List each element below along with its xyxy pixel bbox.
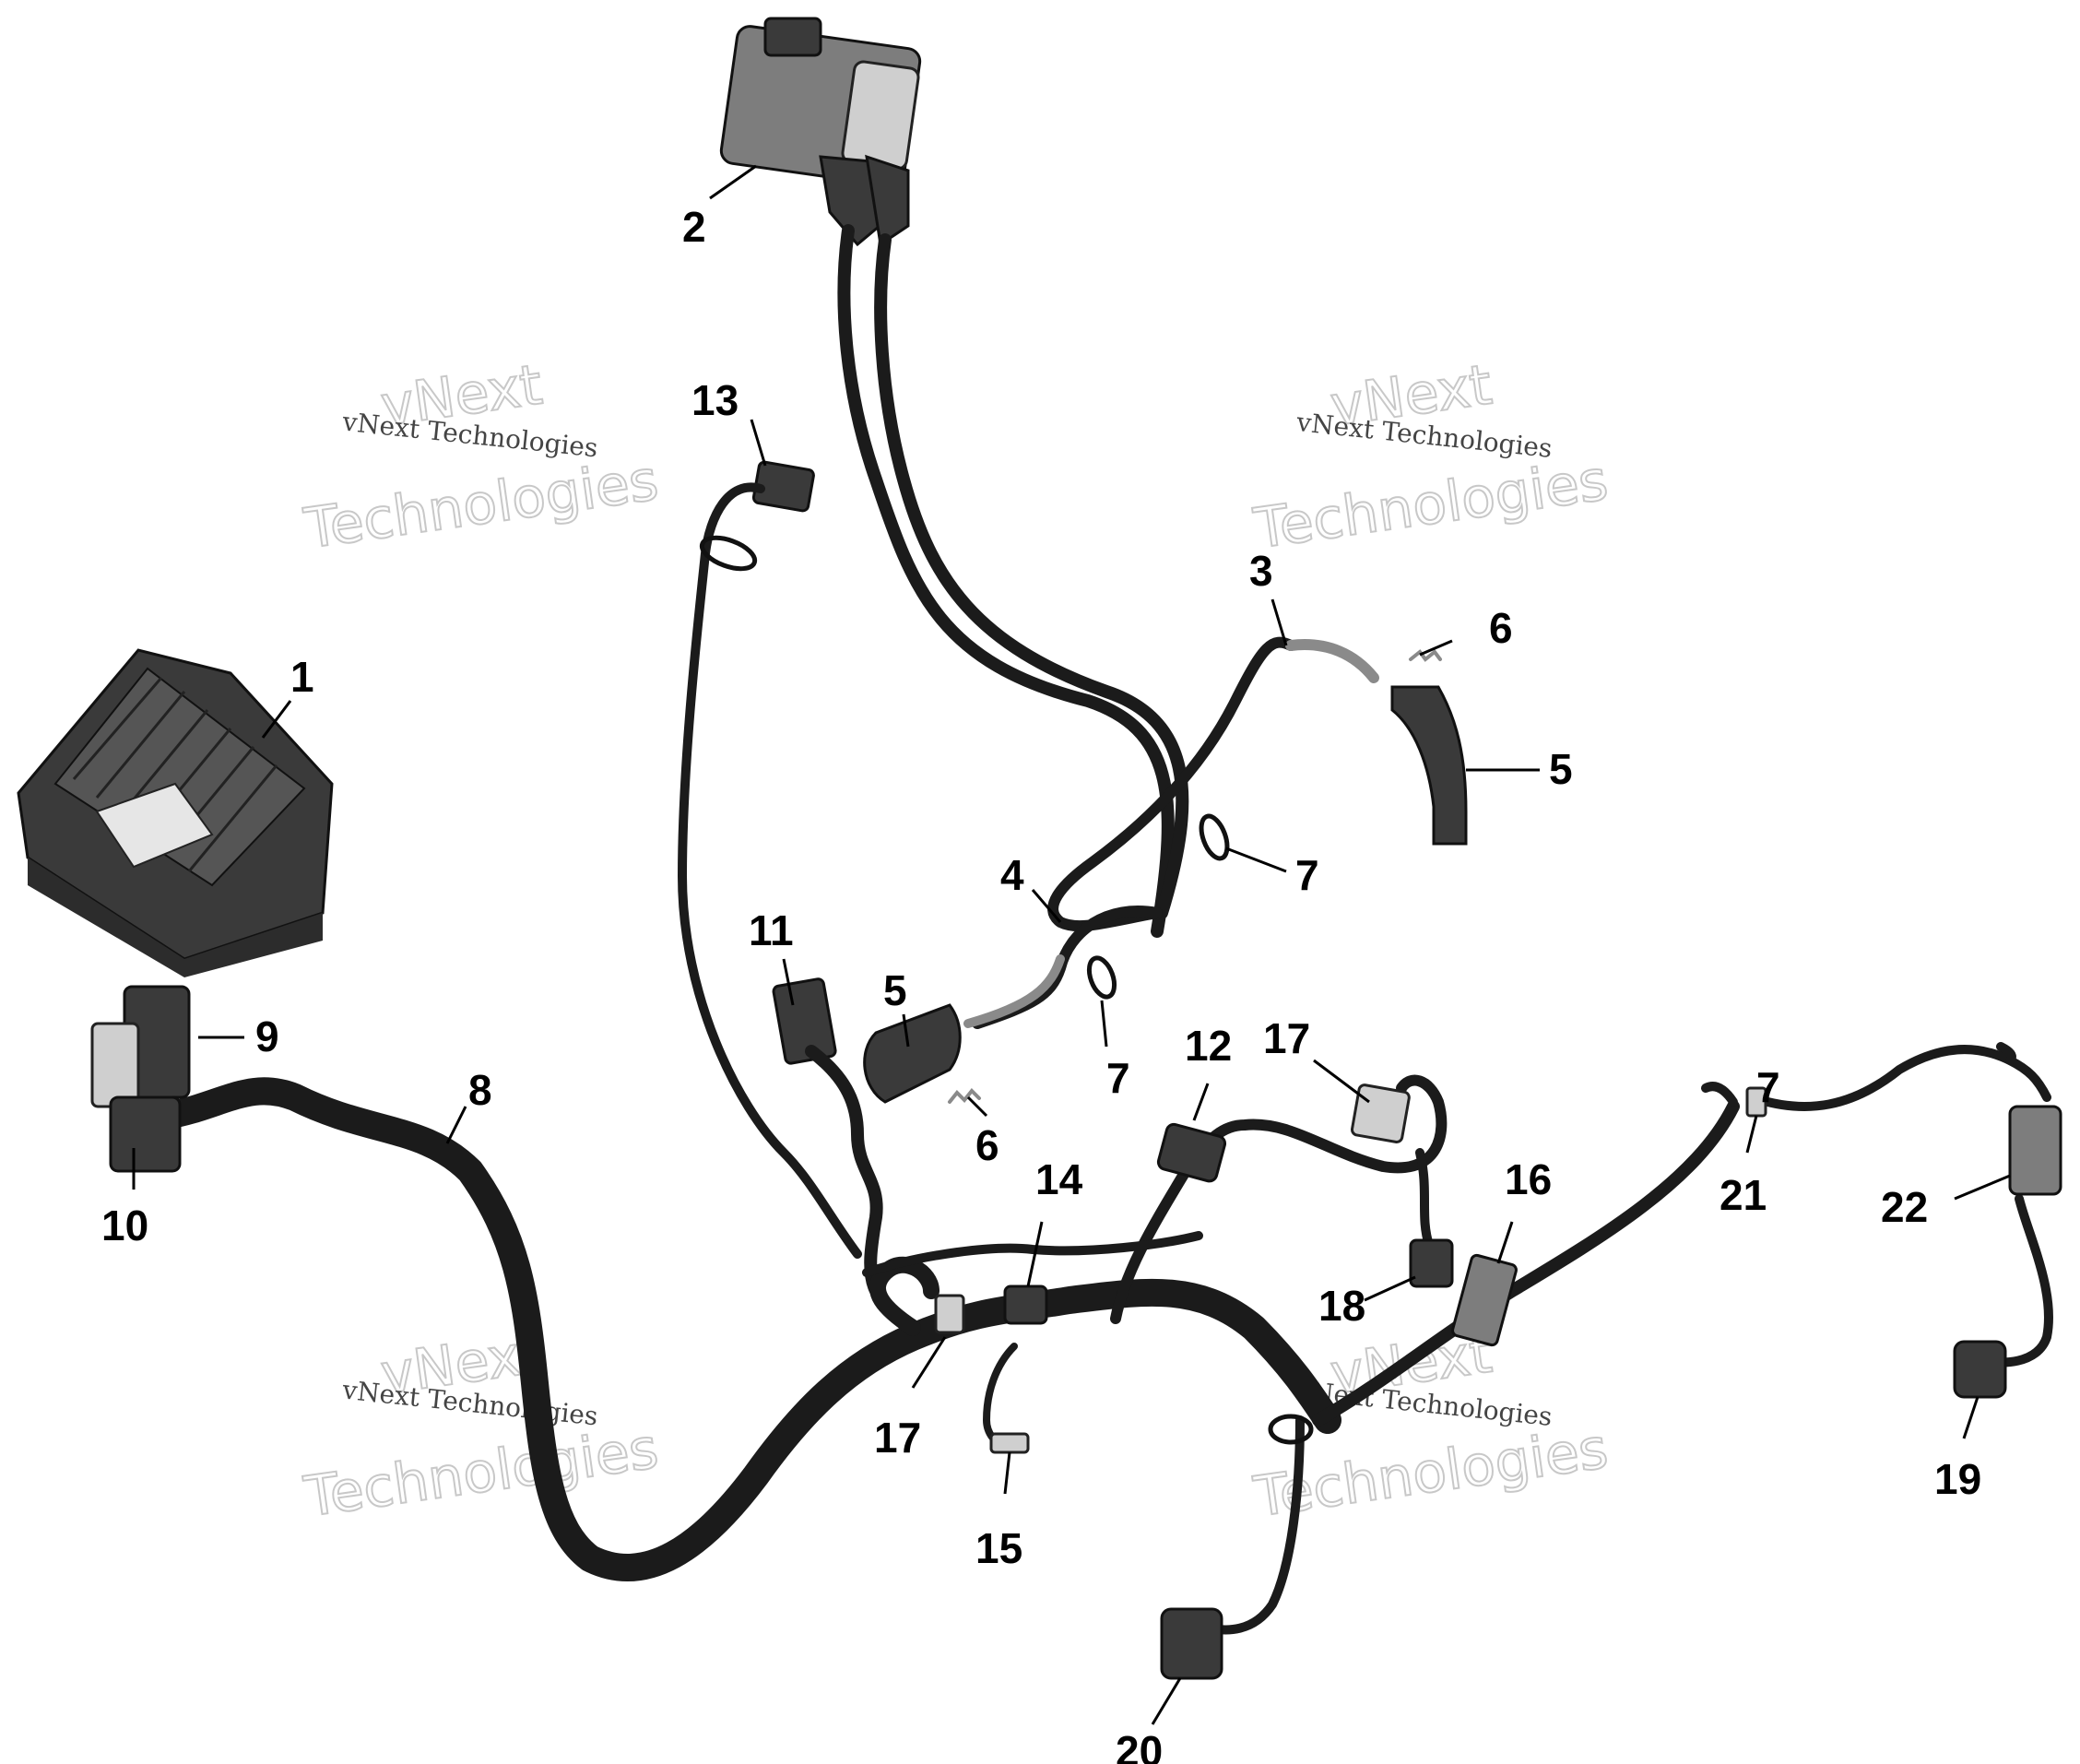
callout-labels: 1 2 3 4 5 5 6 6 7 7 7 8 9 10 11 12 13 14… (101, 203, 1981, 1764)
callout-16: 16 (1505, 1155, 1552, 1203)
callout-6-lower: 6 (975, 1121, 999, 1169)
connector-18 (1409, 1238, 1454, 1288)
callout-2: 2 (682, 203, 706, 251)
callout-5-upper: 5 (1549, 745, 1573, 793)
watermark-line: Technologies (301, 448, 662, 562)
callout-18: 18 (1318, 1282, 1365, 1330)
callout-13: 13 (691, 376, 739, 424)
connector-12 (1156, 1122, 1227, 1183)
ecm-connector-9 (90, 985, 191, 1108)
wire-clip-a (1199, 813, 1230, 861)
callout-15: 15 (975, 1524, 1022, 1572)
callout-12: 12 (1185, 1022, 1232, 1070)
watermark-line: Technologies (1250, 448, 1612, 562)
callout-17-lower: 17 (874, 1414, 921, 1462)
ecm-module (17, 648, 334, 977)
callout-5-lower: 5 (883, 966, 907, 1014)
spark-plug-boot-upper (1390, 685, 1468, 846)
callout-7-a: 7 (1295, 851, 1319, 899)
callout-22: 22 (1881, 1183, 1928, 1231)
connector-14 (1003, 1285, 1048, 1325)
callout-8: 8 (468, 1066, 492, 1114)
connector-20 (1160, 1607, 1223, 1680)
connector-17-lower (934, 1294, 965, 1334)
ignition-coil (719, 17, 922, 247)
callout-7-c: 7 (1756, 1063, 1780, 1111)
wire-clip-b (1086, 955, 1117, 1000)
callout-1: 1 (290, 653, 314, 701)
plug-spring-upper (1409, 649, 1442, 662)
callout-6-upper: 6 (1489, 604, 1513, 652)
callout-7-b: 7 (1106, 1054, 1130, 1102)
sensor-connector-13 (751, 460, 815, 513)
callout-3: 3 (1249, 547, 1273, 595)
callout-20: 20 (1116, 1727, 1163, 1764)
callout-11: 11 (749, 906, 794, 954)
connector-17-upper (1350, 1083, 1411, 1143)
callout-17-upper: 17 (1263, 1014, 1310, 1062)
plug-spring-lower (948, 1088, 981, 1104)
callout-21: 21 (1720, 1171, 1767, 1219)
connector-19 (1953, 1340, 2007, 1399)
ecm-connector-10 (109, 1095, 182, 1173)
connector-11 (772, 977, 837, 1065)
sensor-22 (2008, 1105, 2062, 1196)
spark-plug-boot-lower (863, 1003, 962, 1104)
leader-lines (132, 164, 2011, 1725)
callout-4: 4 (1000, 851, 1024, 899)
callout-19: 19 (1934, 1455, 1981, 1503)
callout-9: 9 (255, 1012, 279, 1060)
callout-14: 14 (1035, 1155, 1083, 1203)
callout-10: 10 (101, 1202, 148, 1249)
watermark-line: Technologies (301, 1416, 662, 1530)
connector-16 (1451, 1253, 1518, 1347)
sensor-15 (989, 1432, 1030, 1454)
